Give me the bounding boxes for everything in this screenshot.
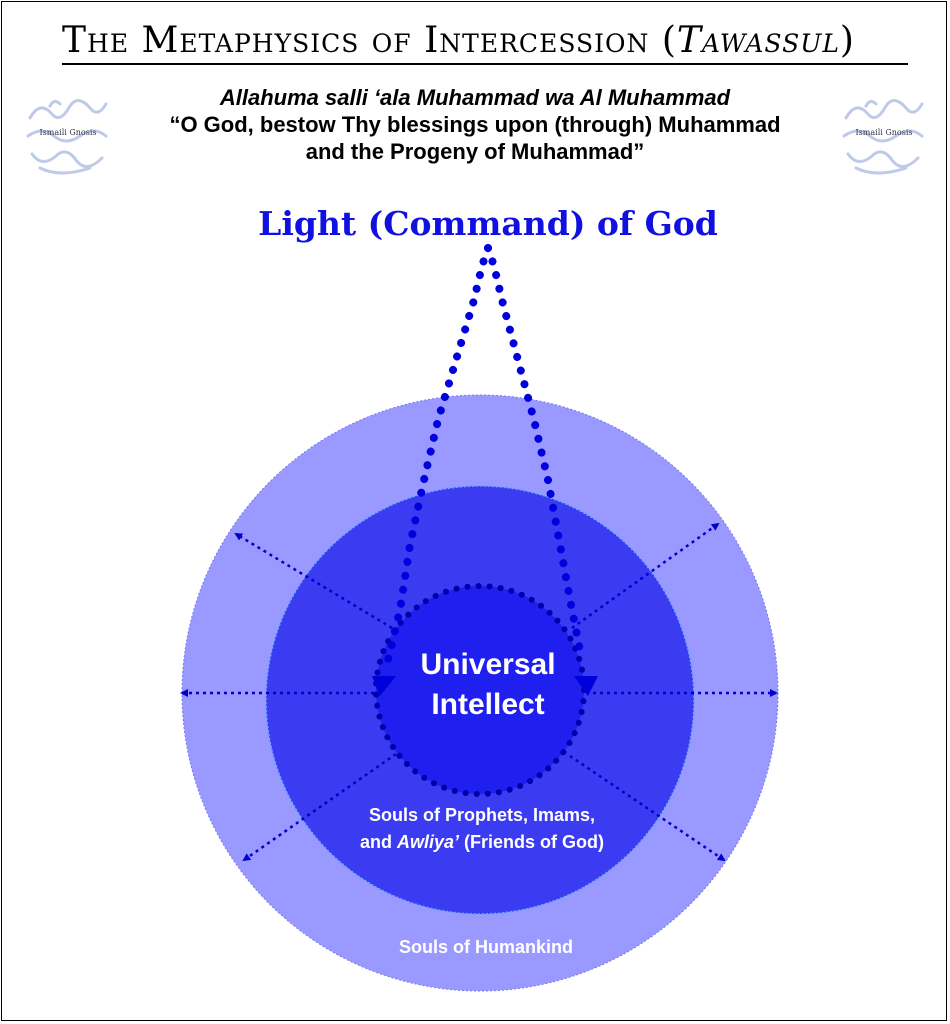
middle-label-line1: Souls of Prophets, Imams,	[369, 805, 595, 825]
light-streams	[384, 244, 586, 664]
arrow-lower-right	[569, 754, 726, 862]
center-label-line1: Universal	[420, 648, 555, 681]
arrow-lower-left	[242, 752, 397, 862]
page-title: The Metaphysics of Intercession (Tawassu…	[62, 20, 908, 65]
inner-circle-universal-intellect	[376, 586, 584, 794]
logo-label-left: Ismaili Gnosis	[40, 128, 97, 137]
logo-label-right: Ismaili Gnosis	[856, 128, 913, 137]
outer-label: Souls of Humankind	[399, 937, 573, 957]
radial-arrows	[180, 522, 778, 862]
ismaili-gnosis-logo-right: Ismaili Gnosis	[842, 99, 924, 175]
arrow-upper-left	[234, 532, 393, 630]
invocation-line-translation-2: and the Progeny of Muhammad”	[305, 139, 645, 164]
invocation-line-arabic: Allahuma salli ‘ala Muhammad wa Al Muham…	[219, 85, 731, 110]
center-label-line2: Intellect	[431, 688, 544, 721]
light-stream-right	[484, 244, 586, 664]
arrow-upper-right	[571, 522, 720, 630]
source-label: Light (Command) of God	[258, 204, 718, 243]
light-stream-left	[384, 244, 492, 664]
invocation-line-translation-1: “O God, bestow Thy blessings upon (throu…	[169, 112, 781, 137]
ismaili-gnosis-logo-left: Ismaili Gnosis	[26, 99, 108, 175]
middle-label-line2: and Awliya’ (Friends of God)	[360, 832, 604, 852]
light-stream-right-arrowhead	[574, 676, 598, 696]
light-stream-left-arrowhead	[372, 676, 396, 696]
invocation-text: Allahuma salli ‘ala Muhammad wa Al Muham…	[130, 84, 820, 165]
